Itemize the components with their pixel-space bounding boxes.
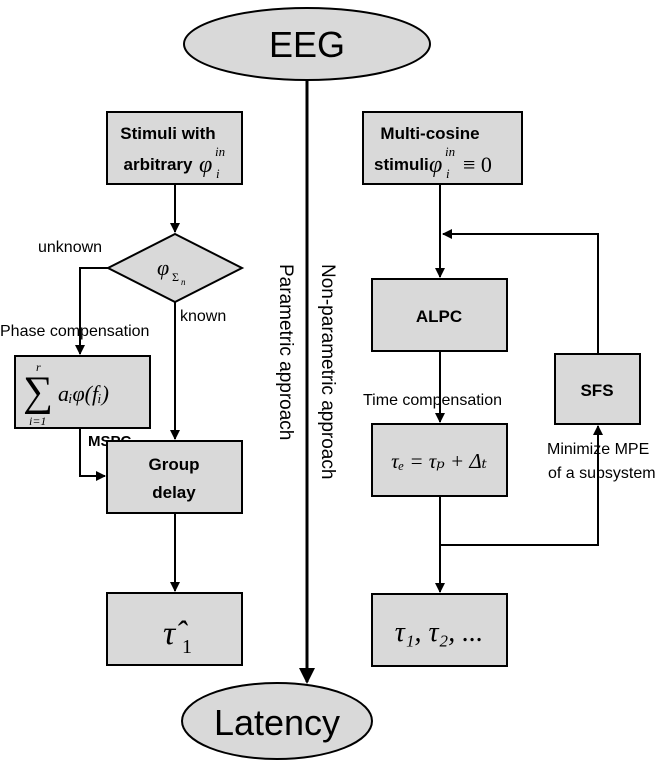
group-delay-line1: Group [149, 455, 200, 474]
time-compensation-label: Time compensation [363, 392, 502, 409]
latency-label: Latency [214, 702, 340, 743]
sum-upper-limit: r [36, 360, 41, 374]
group-delay-box [106, 440, 243, 514]
eeg-label: EEG [269, 24, 345, 65]
multicosine-phi-sup: in [445, 144, 455, 159]
alpc-box [371, 278, 508, 352]
sfs-feedback-arrow [442, 229, 599, 354]
sfs-label: SFS [580, 381, 613, 400]
multicosine-phi-sub: i [446, 166, 450, 181]
tau-list-box [371, 593, 508, 667]
latency-ellipse [181, 682, 373, 760]
mspc-to-group-delay-arrow [79, 428, 106, 481]
tau-list: τ₁, τ₂, ... [395, 617, 484, 648]
tau-formula-to-sfs-arrow [439, 425, 603, 546]
decision-diamond [105, 232, 245, 304]
unknown-arrow [75, 267, 108, 355]
tau-hat-box [106, 592, 243, 666]
unknown-label: unknown [38, 239, 102, 256]
tau-hat-sub: 1 [182, 636, 192, 658]
stimuli-arbitrary-phi-sup: in [215, 144, 225, 159]
multicosine-line2: stimuli [374, 155, 429, 174]
multicosine-box [362, 111, 523, 185]
non-parametric-approach-label: Non-parametric approach [317, 264, 338, 479]
sum-sign: ∑ [23, 369, 53, 415]
multicosine-line1: Multi-cosine [380, 124, 479, 143]
stimuli-arbitrary-phi-sub: i [216, 166, 220, 181]
decision-phi: φ [157, 255, 169, 280]
minimize-mpe-line2: of a subsystem [548, 465, 656, 482]
multicosine-phi: φ [429, 152, 442, 178]
stimuli-arbitrary-phi: φ [199, 152, 212, 178]
decision-phi-sub: Σ [172, 270, 179, 284]
stimuli-arbitrary-line1: Stimuli with [120, 124, 215, 143]
eeg-ellipse [183, 7, 431, 81]
parametric-approach-label: Parametric approach [275, 264, 296, 440]
tau-formula: τₑ = τₚ + Δₜ [391, 449, 487, 473]
known-label: known [180, 308, 226, 325]
stimuli-arbitrary-line2: arbitrary [124, 155, 194, 174]
alpc-label: ALPC [416, 307, 462, 326]
phase-compensation-label: Phase compensation [0, 323, 149, 340]
sum-lower-limit: i=1 [29, 414, 46, 428]
group-delay-line2: delay [152, 483, 196, 502]
sfs-box [554, 353, 641, 425]
mspc-formula-body: aᵢφ(fᵢ) [58, 381, 109, 406]
mspc-formula-box [14, 355, 151, 429]
decision-phi-subsub: n [181, 277, 186, 287]
multicosine-relation: ≡ 0 [463, 152, 492, 177]
